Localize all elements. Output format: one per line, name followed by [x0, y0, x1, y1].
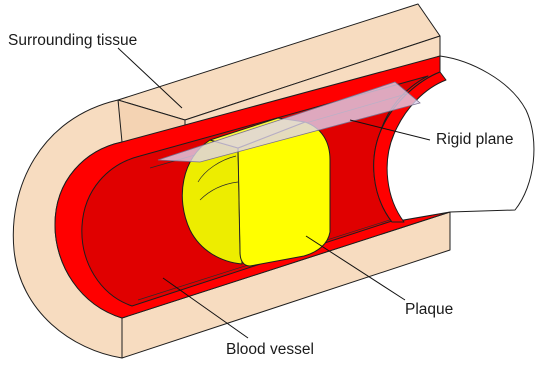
label-rigid-plane: Rigid plane	[436, 131, 514, 148]
label-surrounding-tissue: Surrounding tissue	[8, 32, 137, 49]
label-blood-vessel: Blood vessel	[226, 341, 314, 358]
label-plaque: Plaque	[405, 301, 453, 318]
